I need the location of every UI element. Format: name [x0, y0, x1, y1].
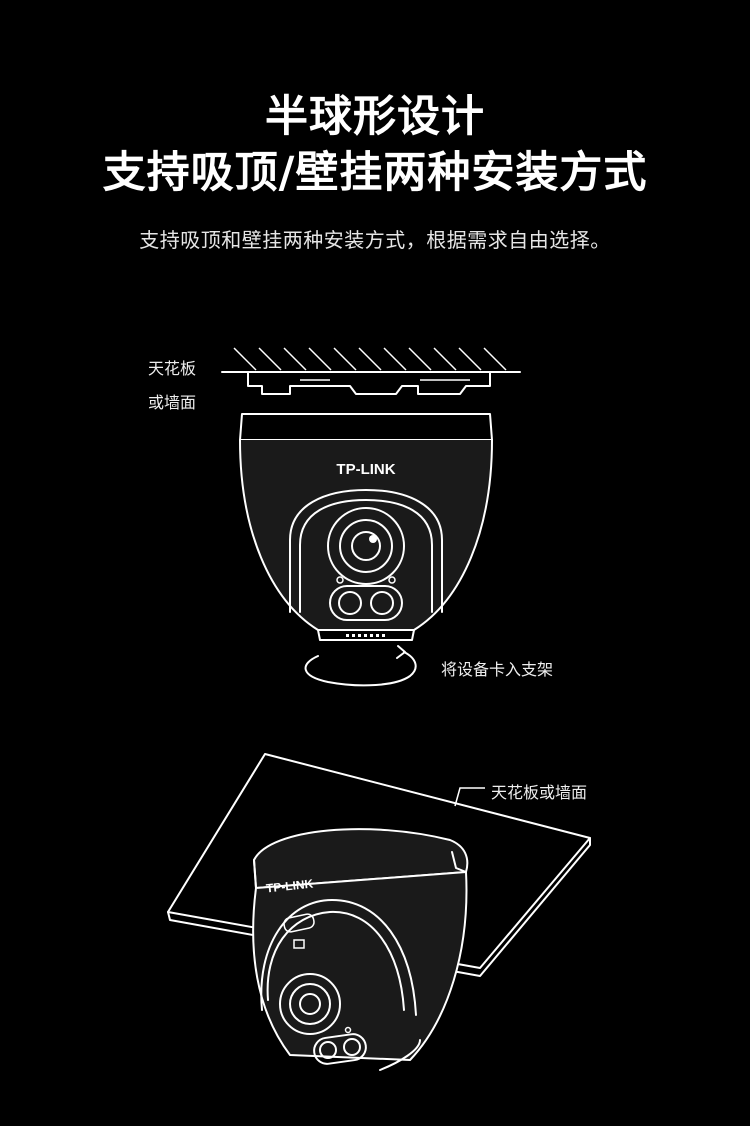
- bottom-brand-logo: TP-LINK: [265, 877, 314, 896]
- rotate-arrow-icon: [304, 645, 417, 687]
- ceiling-label-line-1: 天花板: [148, 359, 197, 378]
- bottom-camera-dome: [252, 828, 469, 1071]
- ceiling-label-line-2: 或墙面: [148, 393, 197, 412]
- heading-line-1: 半球形设计: [265, 92, 485, 142]
- ceiling-panel: [167, 753, 591, 977]
- mount-action-label: 将设备卡入支架: [441, 660, 554, 679]
- heading-line-2: 支持吸顶/壁挂两种安装方式: [102, 148, 648, 198]
- wall-label: 天花板或墙面: [491, 783, 588, 802]
- ceiling-surface: [221, 347, 521, 373]
- mounting-bracket: [247, 371, 491, 395]
- top-camera-dome: [239, 413, 493, 641]
- subtitle: 支持吸顶和壁挂两种安装方式，根据需求自由选择。: [139, 228, 611, 252]
- top-brand-logo: TP-LINK: [336, 461, 395, 478]
